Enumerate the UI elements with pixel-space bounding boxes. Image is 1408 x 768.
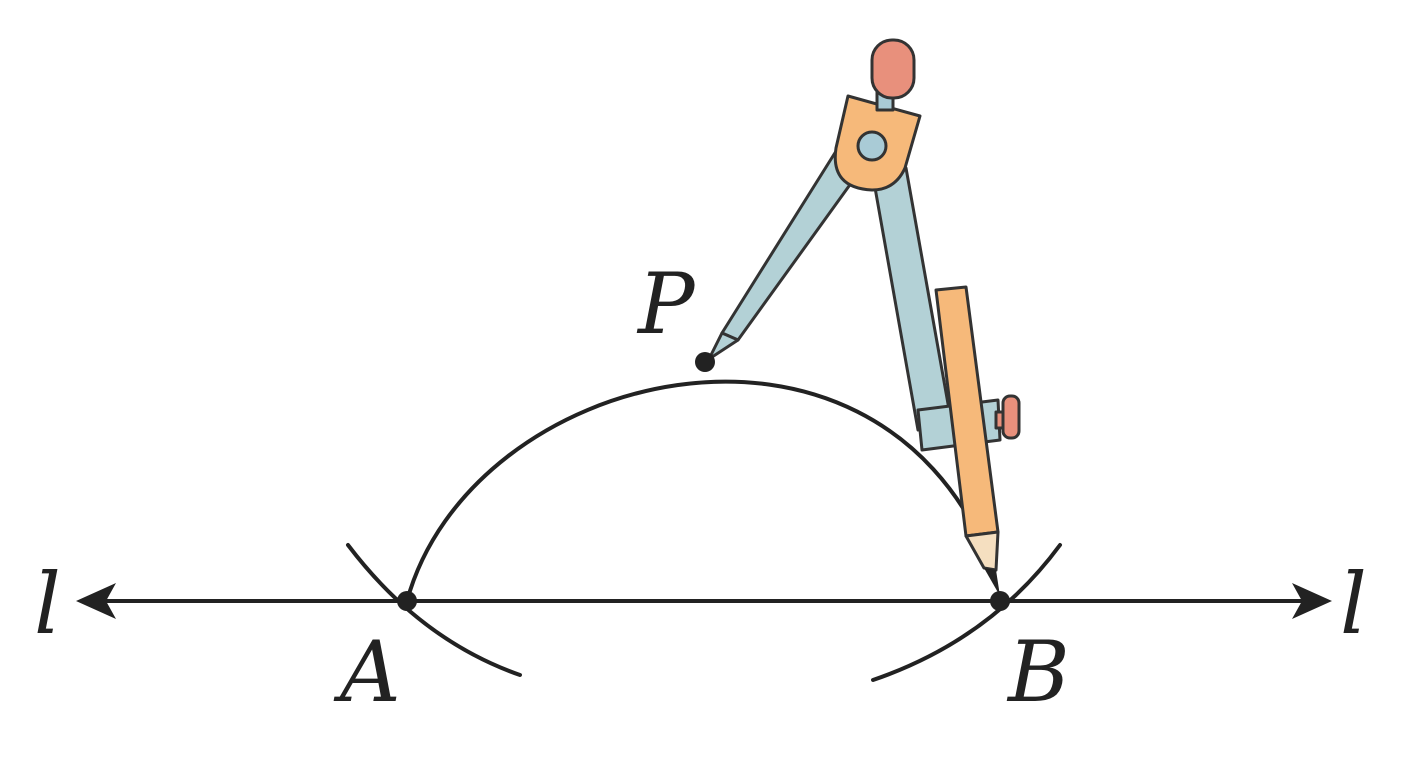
arc-apb [405, 379, 992, 603]
point-a-dot [397, 591, 417, 611]
label-line-l-right: l [1340, 555, 1367, 653]
label-point-p: P [638, 255, 695, 353]
arc-mark-b [871, 543, 1062, 682]
arc-mark-a [346, 543, 522, 677]
arrowhead-right-icon [1292, 583, 1332, 619]
point-b-dot [990, 591, 1010, 611]
arrowhead-left-icon [76, 583, 116, 619]
label-point-b: B [1008, 623, 1070, 721]
label-line-l-left: l [34, 555, 61, 653]
label-point-a: A [340, 623, 401, 721]
drawing-compass-icon [707, 38, 1021, 596]
point-p-dot [695, 352, 715, 372]
